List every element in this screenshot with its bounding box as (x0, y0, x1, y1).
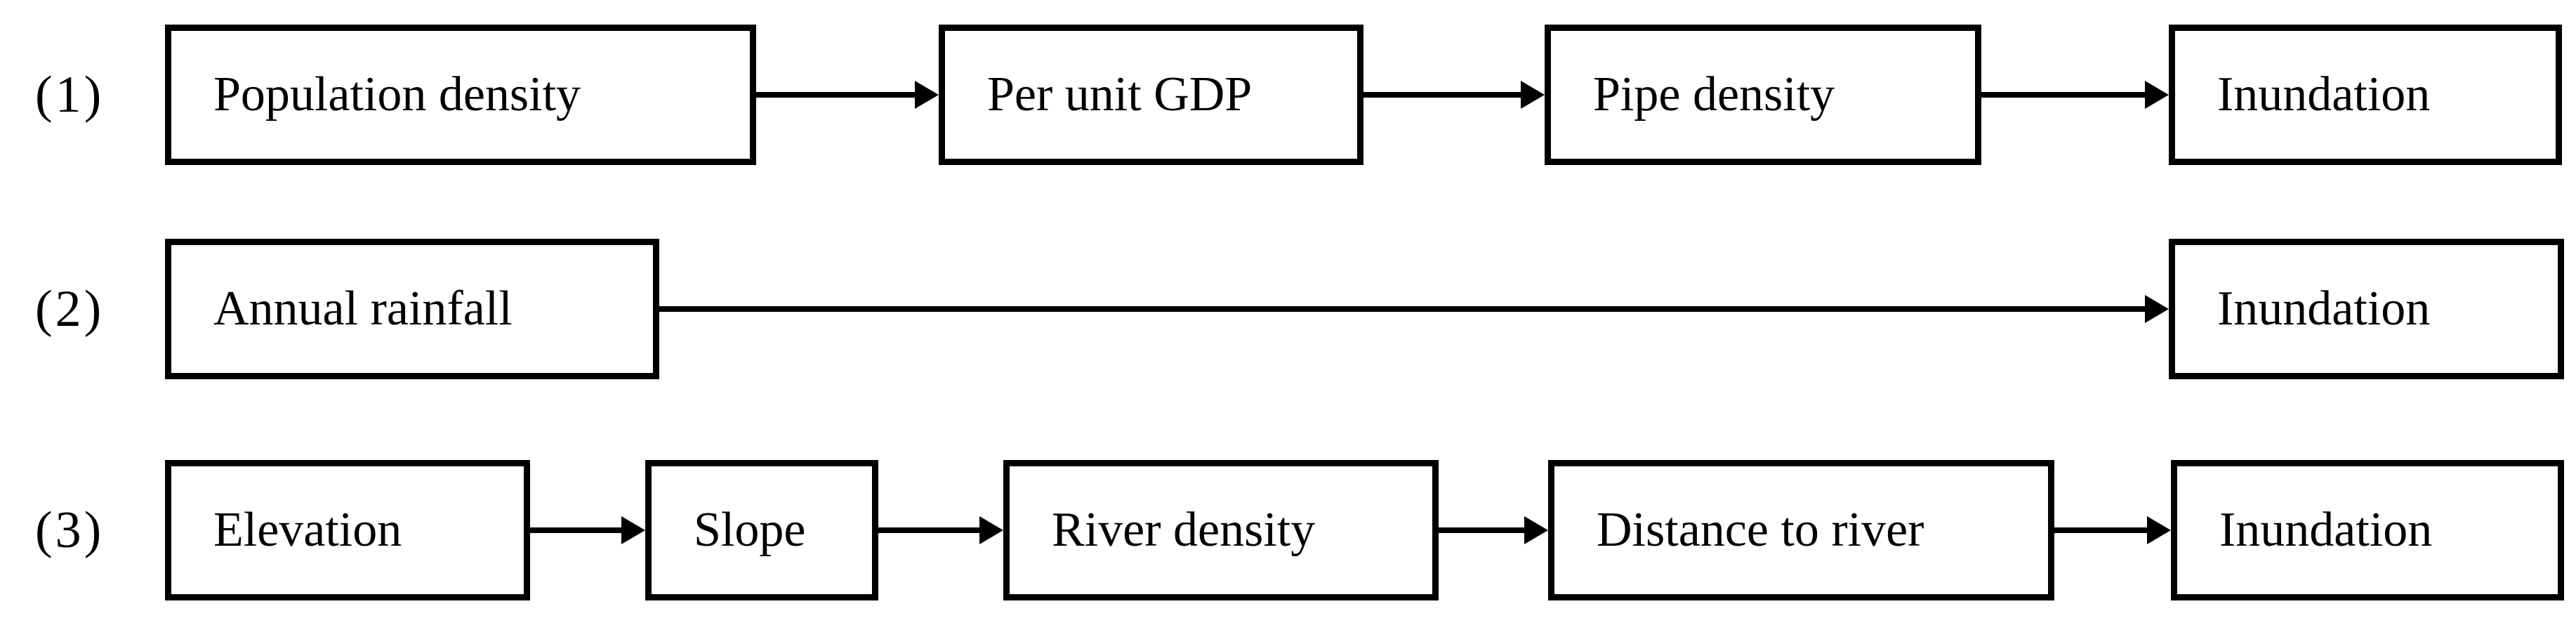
node-per-unit-gdp: Per unit GDP (939, 25, 1363, 165)
node-inundation-row1: Inundation (2169, 25, 2562, 165)
node-inundation-row2: Inundation (2169, 239, 2564, 379)
node-per-unit-gdp-label: Per unit GDP (987, 67, 1253, 122)
arrowhead-icon (1524, 516, 1548, 544)
node-elevation-label: Elevation (213, 503, 402, 557)
flow-row-2: (2) Annual rainfall Inundation (0, 239, 2576, 379)
node-elevation: Elevation (165, 460, 530, 600)
node-pipe-density-label: Pipe density (1593, 67, 1835, 122)
flow-row-3: (3) Elevation Slope River density Distan… (0, 460, 2576, 600)
node-pipe-density: Pipe density (1545, 25, 1981, 165)
arrowhead-icon (915, 81, 939, 109)
arrow-river-density-to-distance (1439, 516, 1548, 544)
arrow-line (1981, 92, 2151, 98)
arrow-pipe-to-inundation (1981, 81, 2169, 109)
node-inundation-row2-label: Inundation (2217, 282, 2431, 336)
node-annual-rainfall: Annual rainfall (165, 239, 659, 379)
row-3-number-label: (3) (35, 501, 105, 559)
node-distance-to-river-label: Distance to river (1597, 503, 1924, 557)
arrow-gdp-to-pipe (1363, 81, 1545, 109)
arrow-line (659, 306, 2151, 312)
arrowhead-icon (2147, 516, 2171, 544)
node-inundation-row3-label: Inundation (2219, 503, 2433, 557)
node-population-density-label: Population density (213, 67, 581, 122)
arrowhead-icon (979, 516, 1003, 544)
arrow-line (878, 527, 985, 533)
node-inundation-row1-label: Inundation (2217, 67, 2431, 122)
flow-row-1: (1) Population density Per unit GDP Pipe… (0, 25, 2576, 165)
arrow-line (530, 527, 627, 533)
arrow-population-to-gdp (756, 81, 939, 109)
node-distance-to-river: Distance to river (1548, 460, 2054, 600)
arrow-line (2054, 527, 2153, 533)
node-slope: Slope (645, 460, 878, 600)
arrow-line (1439, 527, 1530, 533)
arrowhead-icon (2145, 81, 2169, 109)
arrowhead-icon (621, 516, 645, 544)
node-river-density-label: River density (1052, 503, 1316, 557)
arrow-slope-to-river-density (878, 516, 1003, 544)
row-2-number-label: (2) (35, 280, 105, 338)
node-annual-rainfall-label: Annual rainfall (213, 282, 513, 336)
node-inundation-row3: Inundation (2171, 460, 2564, 600)
node-population-density: Population density (165, 25, 756, 165)
arrow-line (1363, 92, 1526, 98)
row-1-number-label: (1) (35, 66, 105, 124)
arrowhead-icon (1521, 81, 1545, 109)
arrowhead-icon (2145, 295, 2169, 323)
arrow-elevation-to-slope (530, 516, 645, 544)
arrow-rainfall-to-inundation (659, 295, 2169, 323)
node-river-density: River density (1003, 460, 1439, 600)
node-slope-label: Slope (694, 503, 806, 557)
arrow-distance-to-inundation (2054, 516, 2171, 544)
arrow-line (756, 92, 920, 98)
